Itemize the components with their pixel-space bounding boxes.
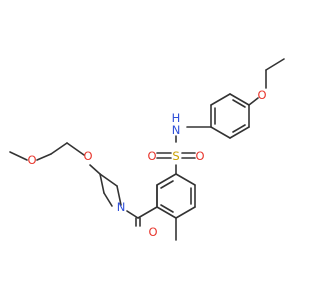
sulfonamide-linkage <box>156 126 212 175</box>
atom-s-sulfonyl: S <box>172 149 179 163</box>
carbonyl-group <box>126 184 158 227</box>
atom-n-sulfonamide: N <box>172 123 181 137</box>
methoxyethoxy-chain <box>9 142 101 175</box>
ethoxy-group <box>248 58 285 106</box>
central-benzene-ring <box>156 173 196 219</box>
atom-n-azetidine: N <box>117 200 126 214</box>
molecule-structure: O N H S O O O O N O <box>9 58 285 241</box>
atom-o-methoxy: O <box>27 153 36 167</box>
atom-o-ether: O <box>83 149 92 163</box>
azetidine-ring <box>99 173 122 207</box>
atom-o-carbonyl: O <box>148 225 157 239</box>
atom-labels: O N H S O O O O N O <box>27 88 266 239</box>
atom-o-sulfonyl-left: O <box>147 149 156 163</box>
atom-h-sulfonamide: H <box>172 111 181 125</box>
atom-o-ethoxy: O <box>257 88 266 102</box>
atom-o-sulfonyl-right: O <box>195 149 204 163</box>
ethoxyphenyl-ring <box>210 93 250 139</box>
